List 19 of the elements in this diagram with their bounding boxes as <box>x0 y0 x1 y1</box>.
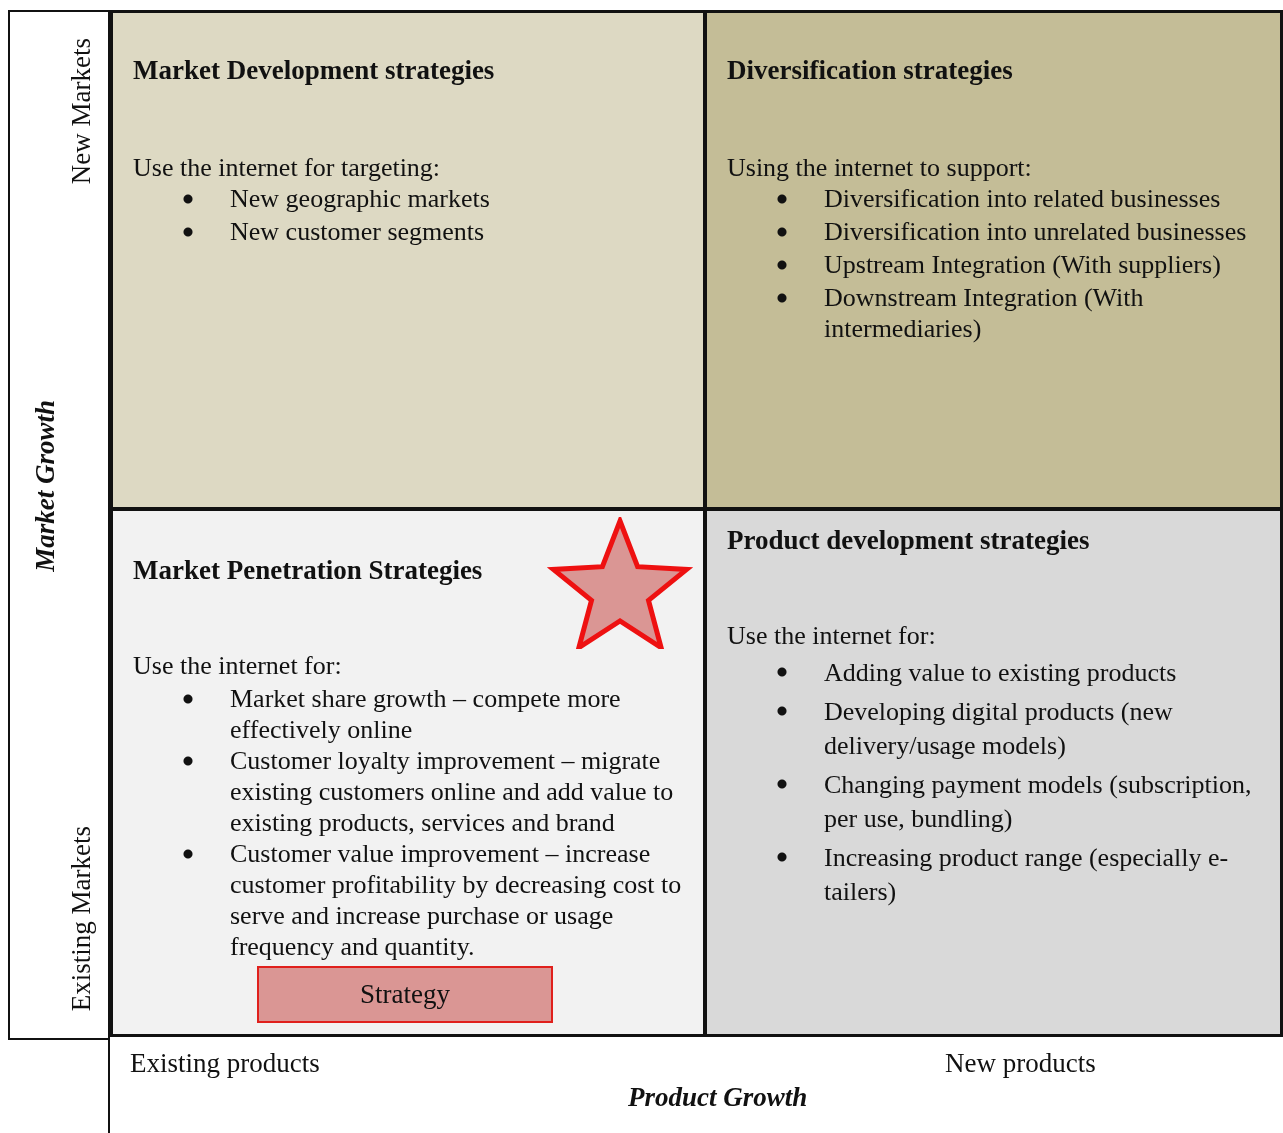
axis-title: Market Growth <box>30 400 61 572</box>
quadrant-panel <box>110 10 706 510</box>
axis-label: New Markets <box>66 38 97 185</box>
strategy-box: Strategy <box>257 966 553 1023</box>
intro-text: Use the internet for: <box>727 621 936 651</box>
intro-text: Use the internet for targeting: <box>133 153 441 183</box>
quadrant-heading: Market Penetration Strategies <box>133 555 483 586</box>
intro-text: Using the internet to support: <box>727 153 1032 183</box>
quadrant-panel <box>704 10 1283 510</box>
axis-label: Existing products <box>130 1048 320 1079</box>
quadrant-panel <box>110 508 706 1037</box>
axis-label: New products <box>945 1048 1096 1079</box>
quadrant-heading: Market Development strategies <box>133 55 495 86</box>
axis-label: Existing Markets <box>66 826 97 1012</box>
quadrant-panel <box>704 508 1283 1037</box>
intro-text: Use the internet for: <box>133 651 342 681</box>
axis-title: Product Growth <box>628 1082 808 1113</box>
quadrant-heading: Product development strategies <box>727 525 1090 556</box>
quadrant-heading: Diversification strategies <box>727 55 1013 86</box>
